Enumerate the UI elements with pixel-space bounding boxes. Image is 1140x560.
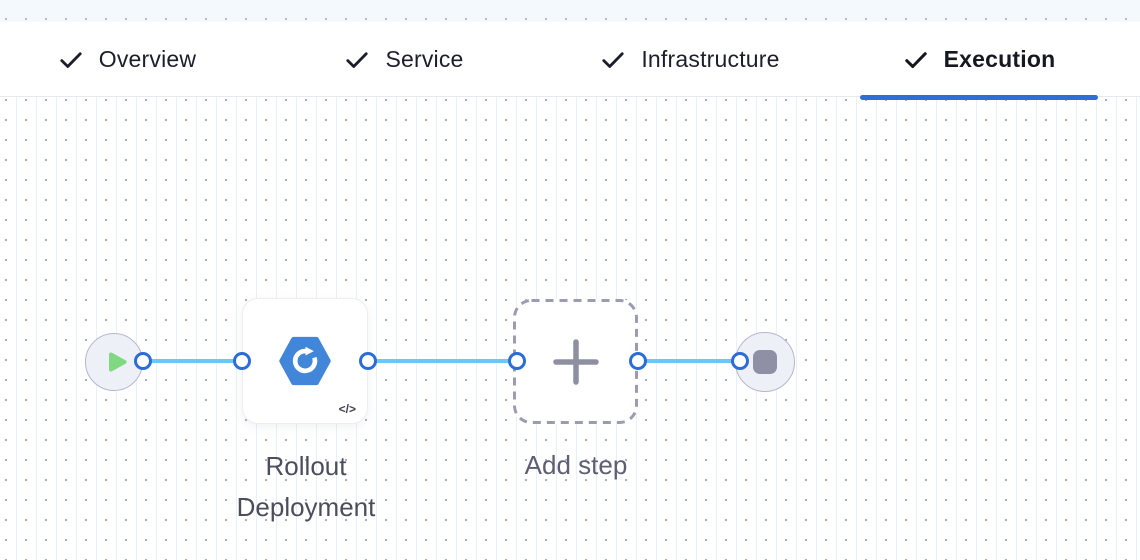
edge-connector-dot[interactable] (134, 352, 152, 370)
canvas-top-strip (0, 0, 1140, 22)
rollout-deployment-hexagon-icon (279, 336, 331, 386)
tab-label: Execution (943, 46, 1056, 72)
edge-connector-dot[interactable] (233, 352, 251, 370)
tab-service[interactable]: Service (285, 22, 523, 97)
edge-connector-dot[interactable] (629, 352, 647, 370)
edge-connector-dot[interactable] (508, 352, 526, 370)
step-node-label: Rollout Deployment (236, 451, 376, 522)
stop-icon (753, 350, 777, 374)
tab-infrastructure[interactable]: Infrastructure (571, 22, 809, 97)
check-icon (904, 51, 927, 68)
tab-label: Overview (98, 46, 197, 72)
tab-label: Infrastructure (641, 46, 780, 72)
pipeline-start-node[interactable] (85, 333, 143, 391)
edge-connector-dot[interactable] (359, 352, 377, 370)
code-badge-icon[interactable]: </> (338, 402, 356, 416)
tab-overview[interactable]: Overview (8, 22, 246, 97)
plus-icon (552, 338, 599, 385)
edge-line (368, 359, 518, 363)
execution-graph-canvas[interactable]: </> Rollout Deployment Add step (0, 97, 1140, 560)
check-icon (346, 51, 369, 68)
edge-connector-dot[interactable] (731, 352, 749, 370)
tab-execution[interactable]: Execution (860, 22, 1098, 97)
stage-tab-bar: Overview Service Infrastructure Executio… (0, 22, 1140, 97)
play-icon (109, 352, 127, 372)
active-tab-underline (860, 95, 1098, 100)
check-icon (602, 51, 624, 68)
add-step-label: Add step (524, 450, 628, 480)
edge-line (638, 359, 741, 363)
add-step-node[interactable] (513, 299, 638, 424)
check-icon (60, 51, 82, 68)
step-node-rollout-deployment[interactable]: </> (242, 298, 368, 424)
tab-label: Service (385, 46, 464, 72)
edge-line (143, 359, 243, 363)
